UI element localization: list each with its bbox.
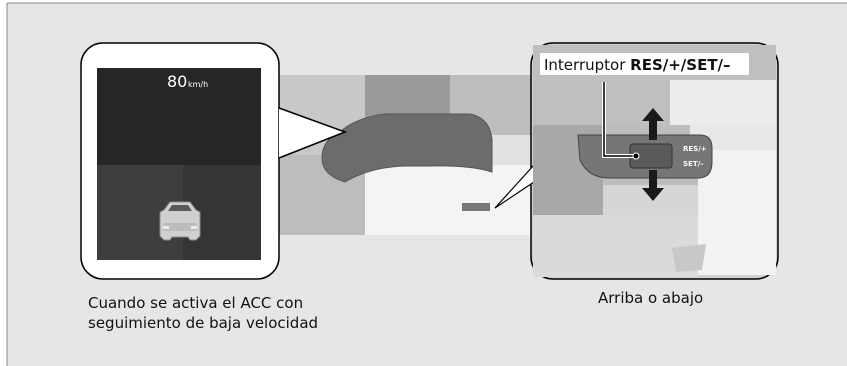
caption-left: Cuando se activa el ACC con seguimiento …	[88, 293, 388, 333]
switch-label-prefix: Interruptor	[544, 56, 630, 74]
switch-label: Interruptor RES/+/SET/–	[544, 56, 731, 74]
switch-label-bold: RES/+/SET/–	[630, 56, 730, 74]
caption-left-line1: Cuando se activa el ACC con	[88, 294, 304, 312]
display-screen	[97, 68, 261, 260]
speed-value: 80	[167, 72, 187, 91]
switch-leader-line	[602, 82, 640, 160]
button-up-label: RES/+	[683, 145, 707, 153]
speed-unit: km/h	[188, 80, 208, 89]
steering-switch-small	[462, 203, 490, 211]
switch-label-background	[540, 53, 749, 75]
arrow-up-icon	[642, 108, 664, 140]
caption-right: Arriba o abajo	[598, 289, 704, 307]
instrument-cluster	[321, 113, 493, 183]
caption-left-line2: seguimiento de baja velocidad	[88, 314, 319, 332]
button-down-label: SET/–	[683, 160, 704, 168]
arrow-down-icon	[642, 170, 664, 201]
car-icon	[159, 201, 201, 241]
